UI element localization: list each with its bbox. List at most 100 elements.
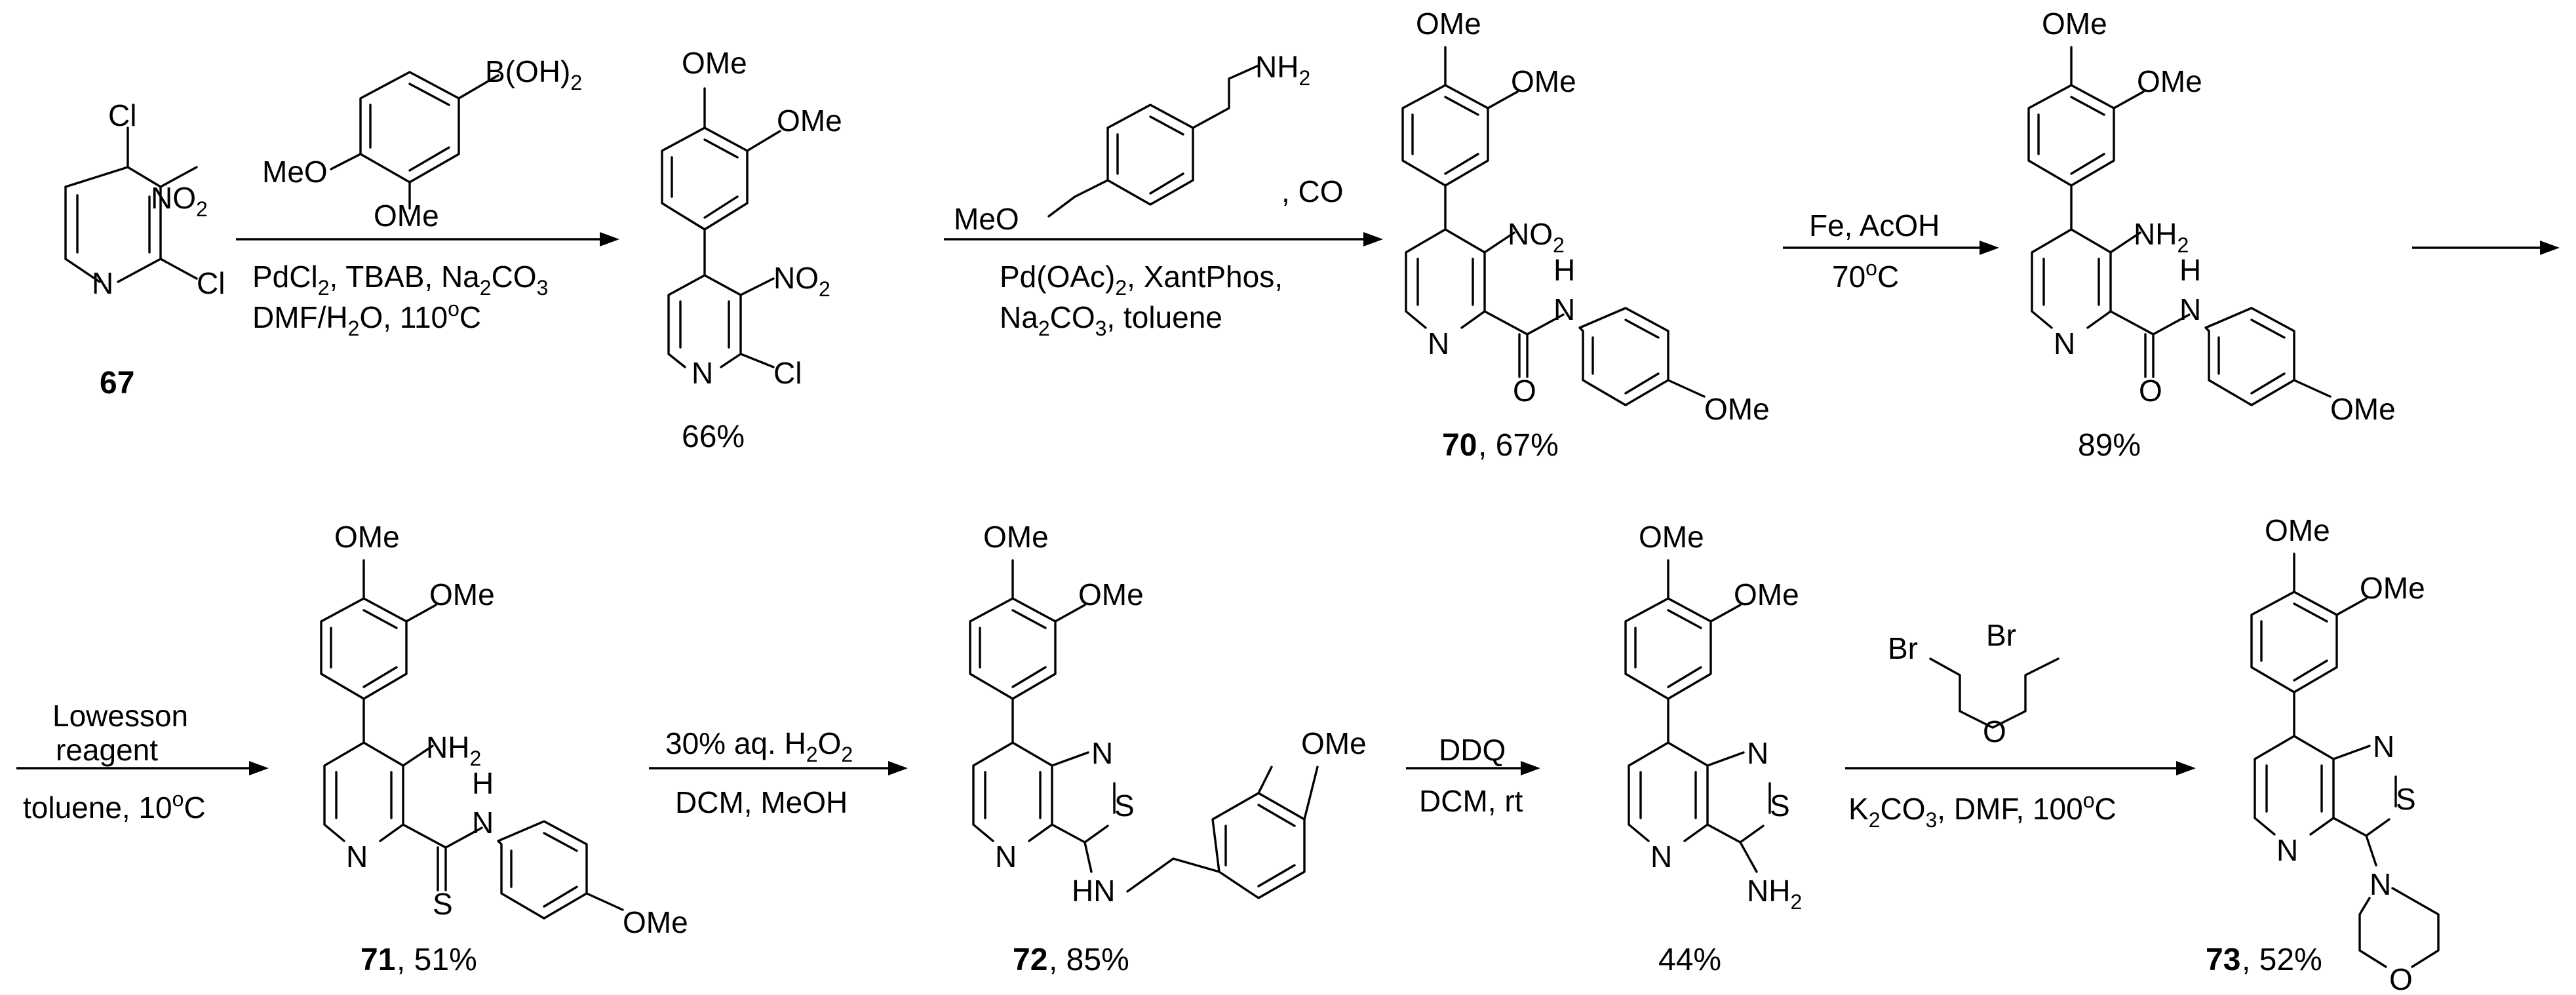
yield: , 51%	[397, 943, 477, 977]
arrow-step-4: Lowesson reagent toluene, 10oC	[16, 699, 269, 825]
atom-ome: OMe	[1416, 7, 1481, 41]
atom-n: N	[1428, 326, 1449, 361]
atom-s: S	[2396, 782, 2416, 816]
atom-o: O	[2139, 374, 2162, 408]
atom-ome: OMe	[374, 199, 439, 233]
condition-line: K2CO3, DMF, 100oC	[1848, 789, 2117, 832]
atom-nh2: NH2	[1255, 50, 1310, 90]
condition-line: 70oC	[1832, 256, 1899, 294]
arrow-step-5: 30% aq. H2O2 DCM, MeOH	[649, 726, 908, 819]
atom-ome: OMe	[1639, 520, 1704, 554]
condition-line: Pd(OAc)2, XantPhos,	[1000, 260, 1283, 300]
atom-ome: OMe	[2265, 513, 2330, 547]
condition-line: DDQ	[1439, 733, 1506, 767]
atom-n: N	[1553, 292, 1575, 326]
atom-n: N	[2179, 292, 2201, 326]
yield: , 85%	[1049, 943, 1129, 977]
arrow-step-1: B(OH)2 MeO OMe PdCl2, TBAB, Na2CO3 DMF/H…	[236, 54, 619, 340]
atom-ome: OMe	[2042, 7, 2107, 41]
condition-line: Na2CO3, toluene	[1000, 300, 1222, 340]
atom-no2: NO2	[1508, 217, 1565, 257]
compound-number: 70	[1442, 428, 1477, 463]
atom-n: N	[2370, 867, 2391, 901]
atom-meo: MeO	[262, 155, 328, 189]
atom-ome: OMe	[1734, 577, 1799, 612]
arrow-step-7: Br Br O K2CO3, DMF, 100oC	[1845, 618, 2196, 832]
atom-h: H	[2179, 253, 2201, 287]
atom-ome: OMe	[777, 104, 842, 138]
atom-n: N	[346, 840, 368, 874]
atom-ome: OMe	[1511, 64, 1576, 98]
atom-h: H	[1553, 253, 1575, 287]
atom-ome: OMe	[2330, 392, 2396, 426]
compound-isothiazole-amine: OMe OMe N S N NH2 44%	[1624, 520, 1802, 977]
atom-s: S	[433, 887, 453, 921]
atom-n: N	[692, 356, 713, 390]
atom-ome: OMe	[1078, 577, 1144, 612]
atom-n: N	[2276, 833, 2298, 867]
atom-o: O	[1513, 374, 1536, 408]
yield: , 52%	[2242, 943, 2322, 977]
atom-br: Br	[1986, 618, 2016, 652]
atom-b-oh2: B(OH)2	[485, 54, 582, 94]
atom-o: O	[2389, 962, 2413, 995]
atom-s: S	[1770, 789, 1790, 823]
atom-o: O	[1983, 714, 2006, 749]
atom-ome: OMe	[623, 905, 688, 939]
compound-number: 72	[1013, 943, 1047, 977]
atom-no2: NO2	[151, 181, 208, 221]
atom-ome: OMe	[429, 577, 495, 612]
atom-n: N	[1747, 736, 1768, 770]
compound-71: OMe OMe NH2 H N N S OMe 71 , 51%	[320, 520, 688, 977]
compound-number: 71	[361, 943, 395, 977]
atom-n: N	[472, 806, 494, 840]
compound-67: Cl N Cl NO2 67	[64, 98, 225, 400]
atom-ome: OMe	[1704, 392, 1770, 426]
condition-line: 30% aq. H2O2	[665, 726, 853, 766]
compound-68: OMe OMe NO2 N Cl 66%	[661, 46, 842, 454]
arrow-step-3: Fe, AcOH 70oC	[1783, 208, 1999, 294]
compound-72: OMe OMe N S N HN OMe 72 , 85%	[969, 520, 1367, 977]
atom-ome: OMe	[2137, 64, 2202, 98]
atom-n: N	[2054, 326, 2075, 361]
yield: 66%	[682, 419, 745, 454]
atom-n: N	[2373, 730, 2394, 764]
arrow-step-6: DDQ DCM, rt	[1406, 733, 1540, 818]
atom-br: Br	[1888, 631, 1918, 665]
atom-n: N	[1091, 736, 1113, 770]
condition-line: DMF/H2O, 110oC	[252, 297, 481, 340]
reagent-co: , CO	[1281, 174, 1344, 208]
compound-number: 73	[2206, 943, 2240, 977]
atom-cl: Cl	[773, 356, 802, 390]
atom-n: N	[92, 266, 113, 300]
atom-nh2: NH2	[2134, 217, 2189, 257]
atom-cl: Cl	[108, 98, 136, 132]
atom-nh2: NH2	[1747, 874, 1802, 914]
atom-ome: OMe	[682, 46, 747, 80]
compound-69: OMe OMe NH2 H N N O OMe 89%	[2027, 7, 2396, 463]
atom-ome: OMe	[2360, 571, 2425, 605]
atom-s: S	[1114, 789, 1135, 823]
condition-line: PdCl2, TBAB, Na2CO3	[252, 260, 548, 300]
yield: , 67%	[1478, 428, 1559, 463]
atom-ome: OMe	[1301, 726, 1367, 760]
condition-line: toluene, 10oC	[23, 787, 206, 825]
compound-number: 67	[100, 366, 134, 400]
atom-ome: OMe	[334, 520, 400, 554]
atom-hn: HN	[1072, 874, 1115, 908]
condition-line: DCM, rt	[1419, 784, 1523, 818]
condition-line: reagent	[56, 733, 158, 767]
atom-meo: MeO	[954, 202, 1019, 236]
yield: 89%	[2078, 428, 2141, 463]
condition-line: DCM, MeOH	[675, 785, 848, 819]
arrow-step-2: NH2 MeO , CO Pd(OAc)2, XantPhos, Na2CO3,…	[944, 50, 1383, 340]
atom-nh2: NH2	[426, 730, 481, 770]
atom-cl: Cl	[197, 266, 225, 300]
yield: 44%	[1658, 943, 1721, 977]
atom-ome: OMe	[983, 520, 1049, 554]
arrow-continue	[2412, 241, 2560, 255]
condition-line: Lowesson	[52, 699, 188, 733]
condition-line: Fe, AcOH	[1809, 208, 1940, 243]
atom-h: H	[472, 766, 494, 800]
